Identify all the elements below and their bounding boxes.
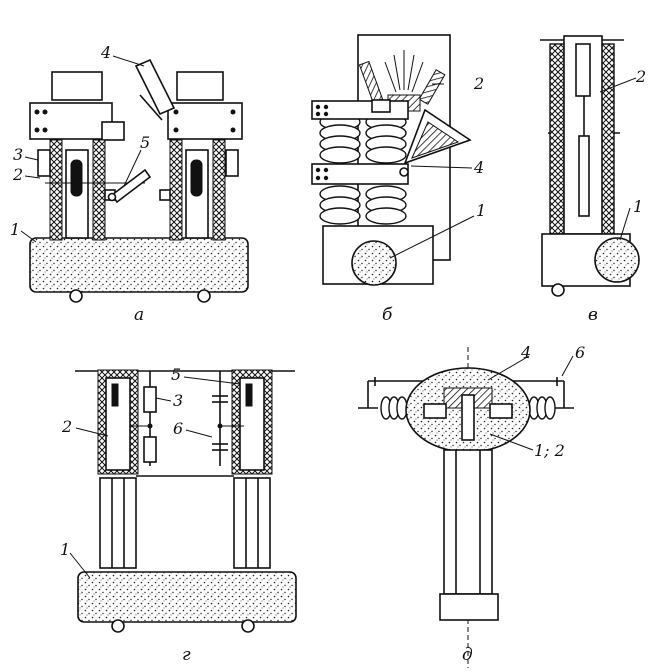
callout-b-2: 2 [473,74,484,93]
callout-a-4: 4 [100,43,111,62]
callout-v-1: 1 [633,197,643,216]
tank-a [29,237,249,293]
callout-d-6: 6 [575,343,585,362]
callout-g-5: 5 [171,365,181,384]
callout-b-4: 4 [473,158,484,177]
callout-a-3: 3 [13,145,23,164]
callout-d-4: 4 [520,343,531,362]
callout-g-3: 3 [173,391,183,410]
callout-b-1: 1 [476,201,486,220]
callout-g-2: 2 [61,417,72,436]
caption-g: г [182,645,191,665]
callout-a-5: 5 [140,133,150,152]
caption-d: д [462,645,473,665]
callout-d-1-2: 1; 2 [534,441,565,460]
caption-v: в [588,305,598,325]
tank-b [351,240,397,286]
tank-v [594,237,640,283]
callout-a-2: 2 [12,165,23,184]
callout-v-2: 2 [635,67,646,86]
panel-g: 5 3 2 6 1 г [60,365,297,665]
panel-v: 2 1 в [540,35,646,325]
callout-a-1: 1 [10,220,20,239]
callout-g-1: 1 [60,540,70,559]
caption-a: а [134,305,144,325]
panel-a: 4 5 3 2 1 а [10,43,249,325]
tank-g [77,571,297,623]
caption-b: б [382,305,393,325]
panel-d: 4 6 1; 2 д [358,343,585,668]
panel-b: 2 4 1 б [311,34,486,325]
callout-g-6: 6 [173,419,183,438]
